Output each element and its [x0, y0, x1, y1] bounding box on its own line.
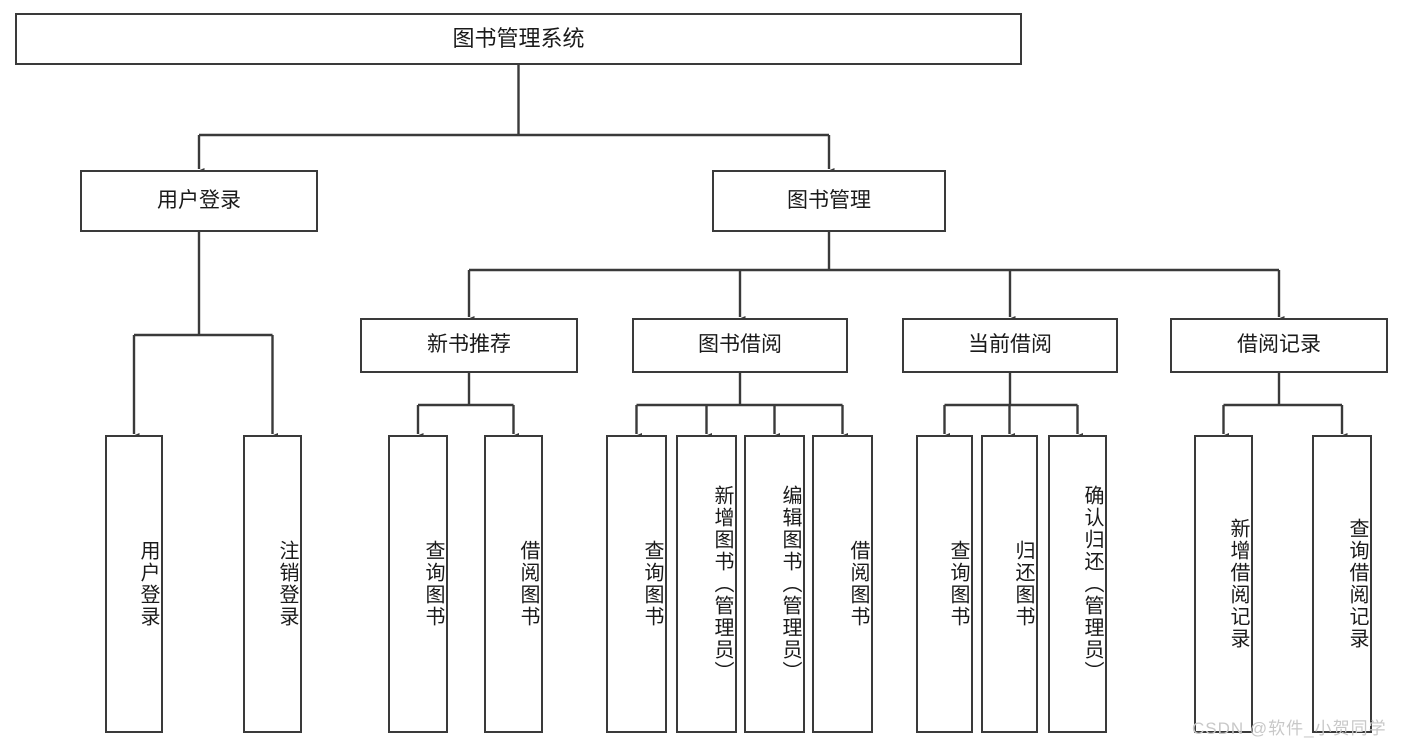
node-leaf-bor-4[interactable]: 借阅图书 — [812, 435, 873, 733]
node-leaf-rec-2[interactable]: 查询借阅记录 — [1312, 435, 1372, 733]
node-label: 新增图书（管理员） — [711, 485, 733, 683]
node-leaf-rec-1[interactable]: 新增借阅记录 — [1194, 435, 1253, 733]
node-label: 图书管理 — [787, 188, 871, 212]
node-bookmgmt[interactable]: 图书管理 — [712, 170, 946, 232]
node-root[interactable]: 图书管理系统 — [15, 13, 1022, 65]
node-label: 新书推荐 — [427, 333, 511, 357]
node-label: 用户登录 — [137, 540, 159, 628]
node-label: 编辑图书（管理员） — [779, 485, 801, 683]
node-label: 当前借阅 — [968, 333, 1052, 357]
node-leaf-cur-1[interactable]: 查询图书 — [916, 435, 973, 733]
node-label: 确认归还（管理员） — [1081, 485, 1103, 683]
node-leaf-bor-2[interactable]: 新增图书（管理员） — [676, 435, 737, 733]
node-label: 查询图书 — [947, 540, 969, 628]
node-label: 注销登录 — [276, 540, 298, 628]
node-leaf-cur-3[interactable]: 确认归还（管理员） — [1048, 435, 1107, 733]
node-records[interactable]: 借阅记录 — [1170, 318, 1388, 373]
node-borrow[interactable]: 图书借阅 — [632, 318, 848, 373]
node-label: 借阅记录 — [1237, 333, 1321, 357]
node-label: 新增借阅记录 — [1227, 518, 1249, 650]
node-label: 借阅图书 — [847, 540, 869, 628]
node-label: 查询图书 — [641, 540, 663, 628]
node-label: 查询借阅记录 — [1346, 518, 1368, 650]
node-label: 借阅图书 — [517, 540, 539, 628]
node-label: 图书管理系统 — [452, 26, 585, 52]
node-leaf-new-2[interactable]: 借阅图书 — [484, 435, 543, 733]
node-label: 用户登录 — [157, 188, 241, 212]
node-leaf-bor-1[interactable]: 查询图书 — [606, 435, 667, 733]
node-login[interactable]: 用户登录 — [80, 170, 318, 232]
node-label: 查询图书 — [422, 540, 444, 628]
node-leaf-cur-2[interactable]: 归还图书 — [981, 435, 1038, 733]
node-leaf-bor-3[interactable]: 编辑图书（管理员） — [744, 435, 805, 733]
node-newbook[interactable]: 新书推荐 — [360, 318, 578, 373]
node-label: 归还图书 — [1012, 540, 1034, 628]
node-leaf-login-1[interactable]: 用户登录 — [105, 435, 163, 733]
node-leaf-new-1[interactable]: 查询图书 — [388, 435, 448, 733]
node-label: 图书借阅 — [698, 333, 782, 357]
node-current[interactable]: 当前借阅 — [902, 318, 1118, 373]
node-leaf-login-2[interactable]: 注销登录 — [243, 435, 302, 733]
